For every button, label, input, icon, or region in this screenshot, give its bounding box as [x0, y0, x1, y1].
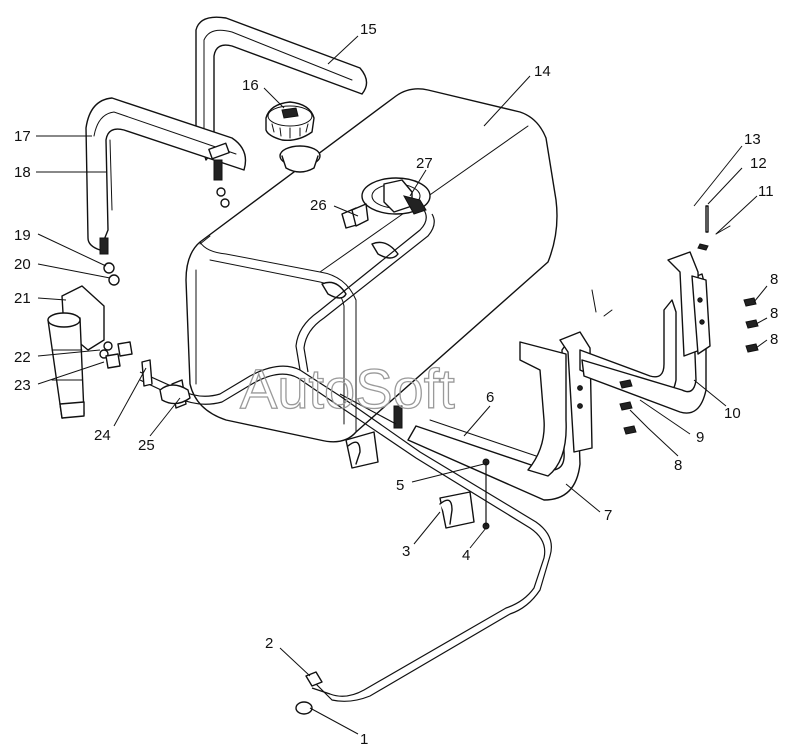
fuel-filter: [47, 285, 191, 419]
callout-6: 6: [486, 389, 494, 406]
strap-clip: [341, 203, 369, 229]
tank-cap: [265, 101, 315, 142]
callout-2: 2: [265, 635, 273, 652]
callout-14: 14: [534, 63, 551, 80]
callout-23: 23: [14, 377, 31, 394]
callout-22: 22: [14, 349, 31, 366]
callout-18: 18: [14, 164, 31, 181]
callout-19: 19: [14, 227, 31, 244]
leader-lines: [36, 35, 768, 735]
callout-9: 9: [696, 429, 704, 446]
fuel-lines: [139, 209, 552, 702]
callout-4: 4: [462, 547, 470, 564]
callout-labels: 1 2 3 4 5 6 7 8 8 8 8 9 10 11 12 13 14 1…: [14, 21, 778, 748]
callout-12: 12: [750, 155, 767, 172]
fasteners: [393, 205, 759, 530]
pipe-clamps: [345, 431, 475, 529]
tank-straps-front: [85, 16, 368, 286]
callout-7: 7: [604, 507, 612, 524]
pipe-end-fittings: [295, 671, 323, 715]
fuel-tank: [185, 88, 558, 443]
callout-24: 24: [94, 427, 111, 444]
callout-25: 25: [138, 437, 155, 454]
callout-15: 15: [360, 21, 377, 38]
callout-8-bottom: 8: [770, 331, 778, 348]
callout-21: 21: [14, 290, 31, 307]
callout-5: 5: [396, 477, 404, 494]
callout-26: 26: [310, 197, 327, 214]
callout-17: 17: [14, 128, 31, 145]
callout-16: 16: [242, 77, 259, 94]
callout-1: 1: [360, 731, 368, 748]
callout-3: 3: [402, 543, 410, 560]
callout-20: 20: [14, 256, 31, 273]
callout-27: 27: [416, 155, 433, 172]
watermark: AutoSoft: [240, 357, 455, 420]
callout-11: 11: [758, 183, 774, 200]
callout-8-lower: 8: [674, 457, 682, 474]
callout-8-upper: 8: [770, 271, 778, 288]
callout-10: 10: [724, 405, 741, 422]
tank-brackets-rear: [407, 251, 711, 501]
callout-13: 13: [744, 131, 761, 148]
callout-8-middle: 8: [770, 305, 778, 322]
